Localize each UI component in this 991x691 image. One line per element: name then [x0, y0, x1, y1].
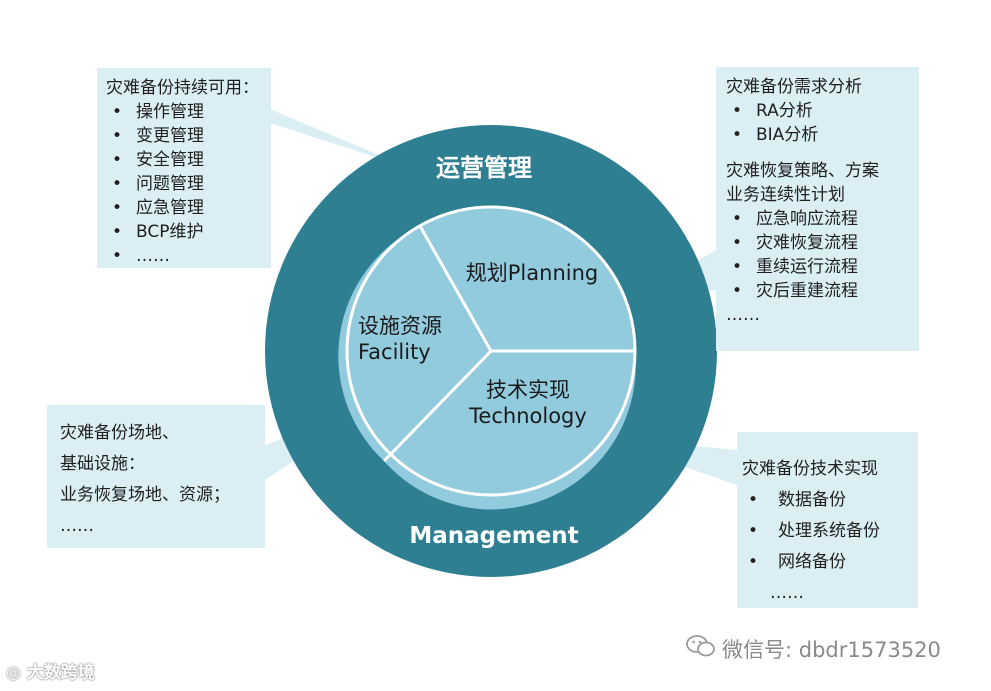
wechat-icon	[686, 635, 716, 662]
callout-heading: 灾难备份需求分析	[726, 77, 862, 97]
list-item: RA分析	[726, 99, 919, 123]
brand-logo-icon: ◎	[6, 663, 21, 683]
planning-label: 规划Planning	[466, 261, 598, 285]
facility-label-line1: 设施资源	[358, 314, 442, 338]
list-item: BCP维护	[106, 220, 271, 244]
callout-heading: 灾难备份技术实现	[742, 459, 878, 479]
list-item: 问题管理	[106, 172, 271, 196]
technology-label-line1: 技术实现	[486, 378, 570, 402]
wechat-watermark: 微信号: dbdr1573520	[686, 634, 941, 664]
list-item: 重续运行流程	[726, 255, 919, 279]
callout-list: 数据备份 处理系统备份 网络备份	[742, 485, 918, 578]
callout-ellipsis: ……	[726, 305, 760, 325]
technology-label-line2: Technology	[468, 404, 587, 428]
divider-line	[418, 225, 493, 352]
list-item: 应急响应流程	[726, 207, 919, 231]
list-item: ……	[106, 244, 271, 268]
callout-list: 操作管理 变更管理 安全管理 问题管理 应急管理 BCP维护 ……	[106, 100, 271, 268]
list-item: 操作管理	[106, 100, 271, 124]
facility-label-line2: Facility	[358, 340, 431, 364]
callout-heading-2b: 业务连续性计划	[726, 185, 845, 205]
list-item: 网络备份	[742, 547, 918, 578]
list-item: 应急管理	[106, 196, 271, 220]
brand-watermark: ◎ 大数跨境	[6, 658, 95, 683]
list-item: 数据备份	[742, 485, 918, 516]
pointer-top-left	[230, 110, 415, 170]
list-item: 灾难恢复流程	[726, 231, 919, 255]
list-item: 处理系统备份	[742, 516, 918, 547]
callout-heading: 灾难备份持续可用：	[106, 78, 259, 98]
callout-operations: 灾难备份持续可用： 操作管理 变更管理 安全管理 问题管理 应急管理 BCP维护…	[97, 68, 271, 268]
brand-watermark-text: 大数跨境	[26, 663, 95, 683]
callout-heading-2a: 灾难恢复策略、方案	[726, 161, 879, 181]
callout-line: 基础设施：	[60, 454, 145, 474]
list-item: BIA分析	[726, 123, 919, 147]
callout-planning: 灾难备份需求分析 RA分析 BIA分析 灾难恢复策略、方案 业务连续性计划 应急…	[716, 67, 919, 351]
list-item: 安全管理	[106, 148, 271, 172]
planning-segment	[420, 207, 635, 351]
list-item: 灾后重建流程	[726, 279, 919, 303]
ring-label-top: 运营管理	[436, 154, 532, 182]
callout-technology: 灾难备份技术实现 数据备份 处理系统备份 网络备份 ……	[737, 432, 918, 608]
callout-list-2: 应急响应流程 灾难恢复流程 重续运行流程 灾后重建流程	[726, 207, 919, 303]
ring-label-bottom: Management	[409, 523, 578, 549]
callout-line: ……	[60, 516, 94, 536]
callout-line: 业务恢复场地、资源；	[60, 485, 230, 505]
divider-line	[382, 349, 493, 463]
wechat-id-text: 微信号: dbdr1573520	[722, 638, 941, 662]
callout-list: RA分析 BIA分析	[726, 99, 919, 147]
callout-ellipsis: ……	[770, 583, 804, 603]
list-item: 变更管理	[106, 124, 271, 148]
callout-facility: 灾难备份场地、 基础设施： 业务恢复场地、资源； ……	[47, 405, 265, 548]
callout-line: 灾难备份场地、	[60, 423, 179, 443]
